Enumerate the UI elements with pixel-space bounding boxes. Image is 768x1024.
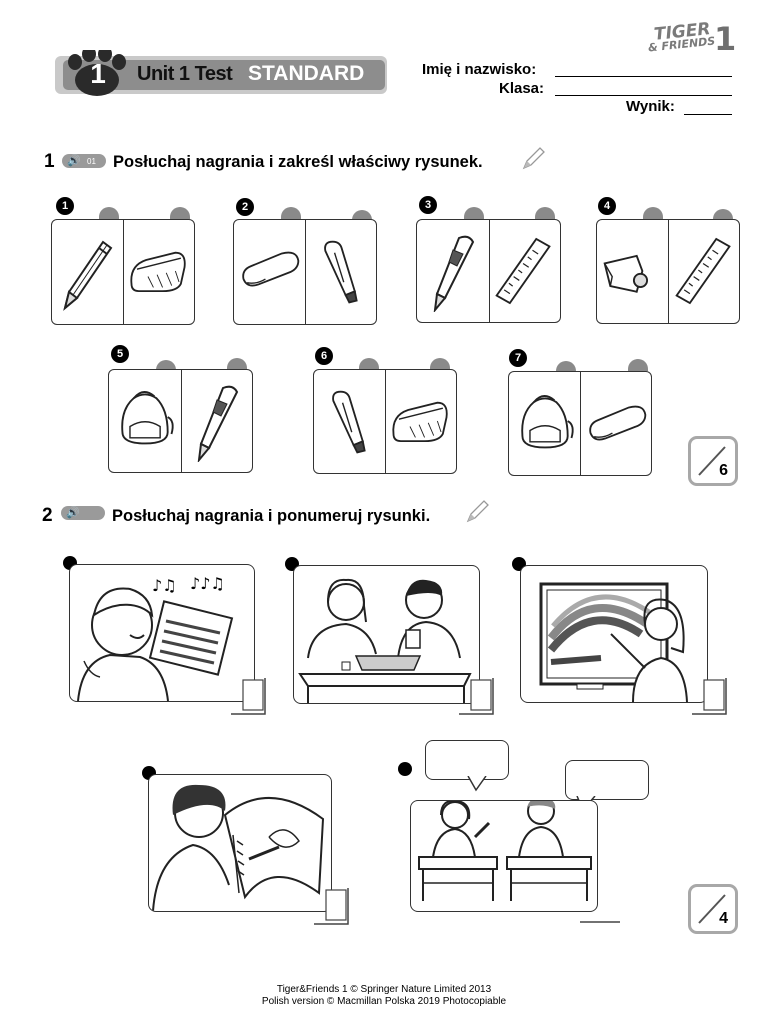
marker-icon[interactable] [326, 386, 372, 460]
exercise-1-card-4 [596, 219, 740, 324]
item-number-4: 4 [598, 197, 616, 215]
answer-box[interactable] [690, 676, 728, 716]
rubber-icon[interactable] [585, 398, 649, 448]
copyright-line-2: Polish version © Macmillan Polska 2019 P… [261, 996, 507, 1007]
ruler-icon[interactable] [671, 232, 737, 310]
audio-track-badge[interactable]: 🔊 [61, 506, 105, 520]
option-a-tab[interactable] [556, 361, 576, 373]
copyright-line-1: Tiger&Friends 1 © Springer Nature Limite… [276, 984, 492, 995]
item-number-5: 5 [111, 345, 129, 363]
score-field[interactable] [684, 114, 732, 115]
option-a-tab[interactable] [281, 207, 301, 219]
panel-boy-drawing [148, 774, 332, 912]
score-slash-icon [698, 446, 726, 476]
name-label: Imię i nazwisko: [422, 61, 537, 78]
exercise-1-instruction: Posłuchaj nagrania i zakreśl właściwy ry… [113, 153, 483, 171]
option-b-tab[interactable] [170, 207, 190, 219]
item-number-1: 1 [56, 197, 74, 215]
item-number-2: 2 [236, 198, 254, 216]
score-slash-icon [698, 894, 726, 924]
exercise-1-number: 1 [44, 151, 55, 172]
pencil-case-icon[interactable] [126, 240, 190, 302]
exercise-2-score-box: 4 [688, 884, 738, 934]
option-a-tab[interactable] [99, 207, 119, 219]
unit-number: 1 [90, 58, 106, 89]
boy-drawing-in-notebook-illustration [152, 784, 325, 911]
exercise-2-number: 2 [42, 505, 53, 526]
speaker-icon: 🔊 [66, 507, 80, 519]
exercise-1-max-score: 6 [719, 462, 728, 479]
answer-box[interactable] [229, 676, 267, 716]
pencil-icon [522, 147, 545, 170]
girl-painting-rainbow-illustration [539, 582, 688, 702]
exercise-2-max-score: 4 [719, 910, 728, 927]
answer-box[interactable] [457, 676, 495, 716]
pen-icon[interactable] [187, 382, 247, 462]
exercise-1-card-5 [108, 369, 253, 473]
svg-text:♪♪♫: ♪♪♫ [190, 574, 225, 593]
level-label: STANDARD [248, 62, 365, 85]
speaker-icon: 🔊 [67, 155, 81, 167]
answer-box[interactable] [312, 886, 350, 926]
pencil-icon[interactable] [56, 234, 118, 314]
children-talking-at-desks-illustration [418, 801, 592, 901]
exercise-1-card-7 [508, 371, 652, 476]
track-number: 01 [87, 157, 96, 166]
school-bag-icon[interactable] [513, 388, 579, 456]
exercise-1-card-6 [313, 369, 457, 474]
class-label: Klasa: [499, 80, 545, 97]
option-a-tab[interactable] [464, 207, 484, 219]
panel-corner-marker [398, 762, 412, 776]
item-number-6: 6 [315, 347, 333, 365]
audio-track-badge[interactable]: 🔊 01 [62, 154, 106, 168]
exercise-2-instruction: Posłuchaj nagrania i ponumeruj rysunki. [112, 507, 431, 525]
exercise-1-card-2 [233, 219, 377, 325]
name-field[interactable] [555, 76, 732, 77]
score-label: Wynik: [626, 98, 675, 115]
marker-icon[interactable] [318, 236, 364, 310]
option-b-tab[interactable] [628, 359, 648, 371]
answer-box[interactable] [578, 910, 622, 926]
children-playing-board-game-illustration [298, 578, 472, 703]
exercise-1-card-1 [51, 219, 195, 325]
class-field[interactable] [555, 95, 732, 96]
pencil-case-icon[interactable] [388, 390, 452, 452]
speech-bubble-left[interactable] [425, 740, 509, 780]
option-a-tab[interactable] [359, 358, 379, 370]
panel-boy-singing: ♪♫ ♪♪♫ [69, 564, 255, 702]
rubber-icon[interactable] [238, 244, 302, 294]
option-b-tab[interactable] [535, 207, 555, 219]
unit-banner: 1 Unit 1 Test STANDARD [55, 50, 387, 96]
exercise-1-score-box: 6 [688, 436, 738, 486]
svg-text:♪♫: ♪♫ [152, 576, 177, 595]
option-a-tab[interactable] [643, 207, 663, 219]
sharpener-icon[interactable] [599, 242, 665, 300]
tiger-friends-logo: TIGER & FRIENDS 1 [647, 19, 737, 58]
ruler-icon[interactable] [491, 232, 557, 310]
pen-icon[interactable] [423, 232, 483, 312]
option-b-tab[interactable] [713, 209, 733, 221]
item-number-3: 3 [419, 196, 437, 214]
footer: Tiger&Friends 1 © Springer Nature Limite… [0, 984, 768, 1008]
option-b-tab[interactable] [430, 358, 450, 370]
panel-talking-at-desks [410, 800, 598, 912]
school-bag-icon[interactable] [113, 384, 179, 452]
unit-title: Unit 1 Test [137, 63, 233, 85]
pencil-icon [466, 500, 489, 523]
option-b-tab[interactable] [227, 358, 247, 370]
panel-painting-rainbow [520, 565, 708, 703]
speech-bubble-right[interactable] [565, 760, 649, 800]
speech-bubble-tail [467, 776, 487, 792]
boy-singing-illustration: ♪♫ ♪♪♫ [77, 574, 234, 701]
item-number-7: 7 [509, 349, 527, 367]
panel-board-game [293, 565, 480, 704]
exercise-1-card-3 [416, 219, 561, 323]
